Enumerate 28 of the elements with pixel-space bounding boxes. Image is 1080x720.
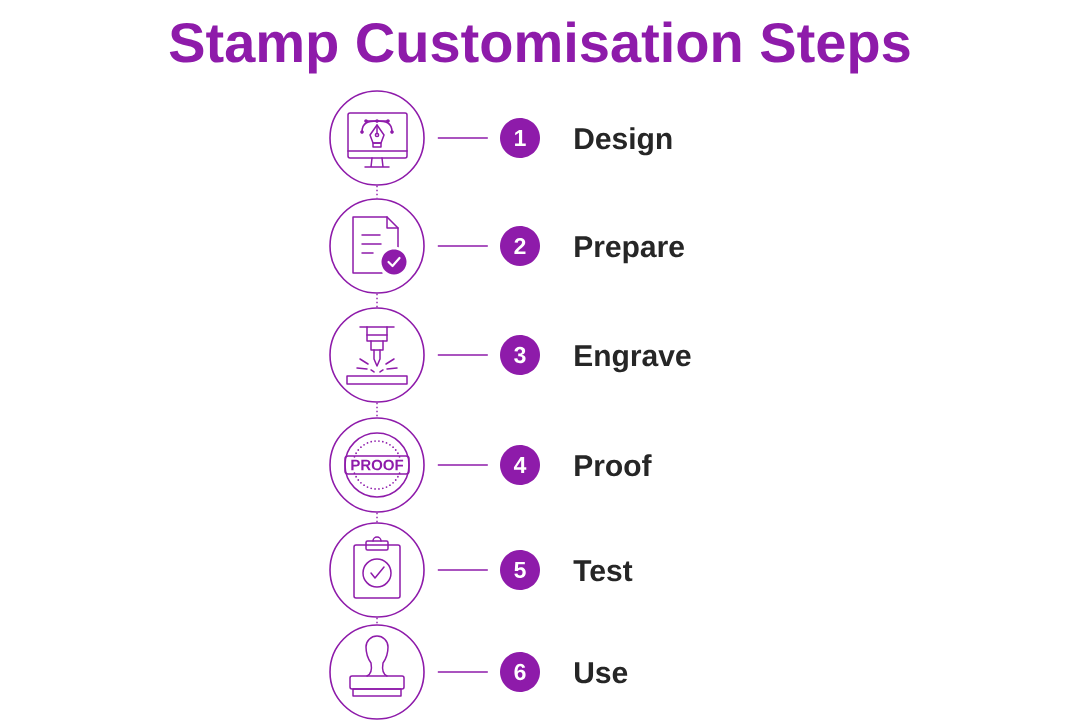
dotted-connector xyxy=(376,293,378,308)
step-label: Proof xyxy=(575,454,652,477)
connector-line xyxy=(437,245,489,247)
step-label: Test xyxy=(573,560,633,582)
step-circle xyxy=(329,624,425,720)
connector-line xyxy=(437,464,489,466)
step-circle xyxy=(329,307,425,403)
step-circle xyxy=(329,198,425,294)
connector-line xyxy=(437,671,489,673)
connector-line xyxy=(437,569,489,571)
number-badge: 6 xyxy=(500,652,540,692)
step-circle xyxy=(329,90,425,186)
connector-line xyxy=(437,137,489,139)
dotted-connector xyxy=(376,512,378,523)
number-badge: 4 xyxy=(500,445,540,485)
connector-line xyxy=(437,354,489,356)
step-circle xyxy=(329,522,425,618)
step-label: Engrave xyxy=(575,345,691,373)
number-badge: 1 xyxy=(500,118,540,158)
step-label: Use xyxy=(575,662,628,684)
step-label: Prepare xyxy=(575,236,684,264)
number-badge: 5 xyxy=(500,550,540,590)
dotted-connector xyxy=(376,617,378,625)
step-label: Design xyxy=(575,127,672,156)
dotted-connector xyxy=(376,402,378,418)
number-badge: 2 xyxy=(500,226,540,266)
title: Stamp Customisation Steps xyxy=(169,21,910,74)
number-badge: 3 xyxy=(500,335,540,375)
